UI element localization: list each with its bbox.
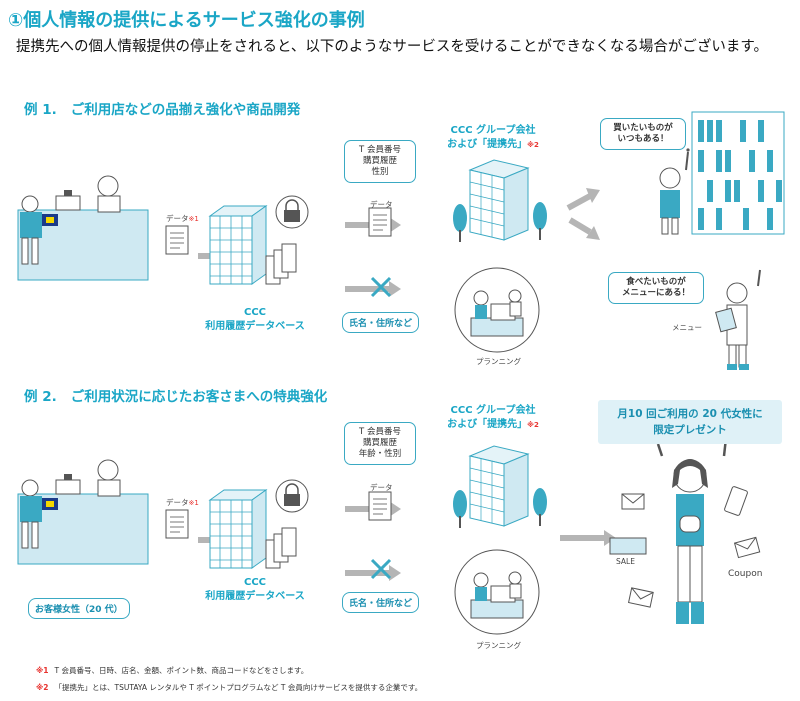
menu-label: メニュー [672, 323, 702, 332]
document-icon-1a [165, 225, 189, 255]
footnote-2-mark: ※2 [36, 683, 49, 692]
excluded-info-bubble-1: 氏名・住所など [342, 312, 420, 333]
company-caption-2: CCC グループ会社 および「提携先」※2 [428, 404, 558, 432]
down-arrow-icon-1 [568, 217, 600, 240]
want-buy-line2: いつもある！ [617, 134, 669, 144]
database-caption-1-line1: CCC [243, 307, 267, 318]
document-icon-1b [368, 207, 392, 237]
database-caption-2: CCC 利用履歴データベース [200, 576, 310, 604]
items-bubble-1-line3: 性別 [371, 167, 389, 177]
data-label-1b: データ [370, 200, 393, 209]
example2-title: ご利用状況に応じたお客さまへの特典強化 [70, 389, 328, 405]
items-bubble-2: T 会員番号 購買履歴 年齢・性別 [344, 422, 416, 465]
footnote-1: ※1 T 会員番号、日時、店名、金額、ポイント数、商品コードなどをさします。 [36, 665, 308, 676]
note-mark-2: ※1 [188, 499, 199, 507]
footnote-1-mark: ※1 [36, 666, 49, 675]
company-caption-1: CCC グループ会社 および「提携先」※2 [428, 124, 558, 152]
want-buy-line1: 買いたいものが [613, 123, 673, 133]
store-counter-illustration-1 [17, 175, 149, 281]
database-caption-1-line2: 利用履歴データベース [205, 321, 305, 332]
items-bubble-2-line3: 年齢・性別 [358, 449, 402, 459]
page-title: ①個人情報の提供によるサービス強化の事例 [8, 10, 365, 31]
customer-label: お客様女性（20 代） [28, 598, 130, 619]
example1-heading: 例 1. ご利用店などの品揃え強化や商品開発 [24, 98, 300, 118]
example1-title: ご利用店などの品揃え強化や商品開発 [70, 102, 301, 118]
intro-text: 提携先への個人情報提供の停止をされると、以下のようなサービスを受けることができな… [16, 39, 768, 55]
database-caption-2-line1: CCC [243, 577, 267, 588]
database-caption-1: CCC 利用履歴データベース [200, 306, 310, 334]
office-building-icon-2 [452, 445, 548, 529]
footnote-1-text: T 会員番号、日時、店名、金額、ポイント数、商品コードなどをさします。 [54, 666, 309, 675]
planning-label-1: プランニング [476, 357, 521, 366]
want-eat-line1: 食べたいものが [626, 277, 686, 287]
mail-envelope-icon-b [733, 536, 761, 559]
promo-line1: 月10 回ご利用の 20 代女性に [617, 408, 763, 420]
company-mark-1: ※2 [527, 141, 539, 149]
mail-envelope-icon-c [627, 587, 654, 608]
sale-ticket-icon [609, 537, 647, 555]
bookshelf-icon-1 [691, 111, 785, 235]
data-label-2a-text: データ [166, 498, 189, 507]
data-label-1a-text: データ [166, 214, 189, 223]
data-label-2a: データ※1 [166, 497, 199, 508]
smartphone-icon [724, 486, 748, 516]
happy-woman-figure [656, 432, 728, 624]
office-building-icon-1 [452, 159, 548, 243]
database-caption-2-line2: 利用履歴データベース [205, 591, 305, 602]
menu-reader-figure-1 [715, 269, 761, 370]
example2-number: 例 2. [24, 389, 57, 405]
up-arrow-icon-1 [566, 188, 600, 211]
promo-line2: 限定プレゼント [653, 424, 727, 436]
company-caption-2-line2: および「提携先」 [447, 419, 528, 430]
items-bubble-2-line1: T 会員番号 [359, 427, 401, 437]
shopper-figure-1 [659, 148, 690, 235]
planning-meeting-icon-2 [454, 549, 540, 635]
company-mark-2: ※2 [527, 421, 539, 429]
database-server-icon-2 [209, 479, 309, 569]
data-label-1a: データ※1 [166, 213, 199, 224]
footnote-2-text: 「提携先」とは、TSUTAYA レンタルや T ポイントプログラムなど T 会員… [54, 683, 423, 692]
document-icon-2a [165, 509, 189, 539]
company-caption-2-line1: CCC グループ会社 [450, 405, 536, 416]
items-bubble-1-line2: 購買履歴 [362, 156, 397, 166]
items-bubble-1-line1: T 会員番号 [359, 145, 401, 155]
mail-envelope-icon-a [621, 493, 645, 510]
example2-heading: 例 2. ご利用状況に応じたお客さまへの特典強化 [24, 385, 327, 405]
coupon-label: Coupon [728, 569, 763, 579]
database-server-icon-1 [209, 195, 309, 285]
items-bubble-2-line2: 購買履歴 [362, 438, 397, 448]
arrow-icon-2d [560, 530, 616, 546]
store-counter-illustration-2 [17, 459, 149, 565]
items-bubble-1: T 会員番号 購買履歴 性別 [344, 140, 416, 183]
data-label-2b: データ [370, 483, 393, 492]
excluded-info-bubble-2: 氏名・住所など [342, 592, 420, 613]
company-caption-1-line2: および「提携先」 [447, 139, 528, 150]
promo-banner: 月10 回ご利用の 20 代女性に 限定プレゼント [598, 400, 782, 444]
document-icon-2b [368, 491, 392, 521]
sale-label: SALE [616, 557, 635, 566]
planning-label-2: プランニング [476, 641, 521, 650]
footnote-2: ※2 「提携先」とは、TSUTAYA レンタルや T ポイントプログラムなど T … [36, 682, 422, 693]
note-mark-1: ※1 [188, 215, 199, 223]
planning-meeting-icon-1 [454, 267, 540, 353]
want-eat-line2: メニューにある！ [621, 288, 690, 298]
want-buy-bubble: 買いたいものが いつもある！ [600, 118, 686, 150]
want-eat-bubble: 食べたいものが メニューにある！ [608, 272, 704, 304]
example1-number: 例 1. [24, 102, 57, 118]
company-caption-1-line1: CCC グループ会社 [450, 125, 536, 136]
